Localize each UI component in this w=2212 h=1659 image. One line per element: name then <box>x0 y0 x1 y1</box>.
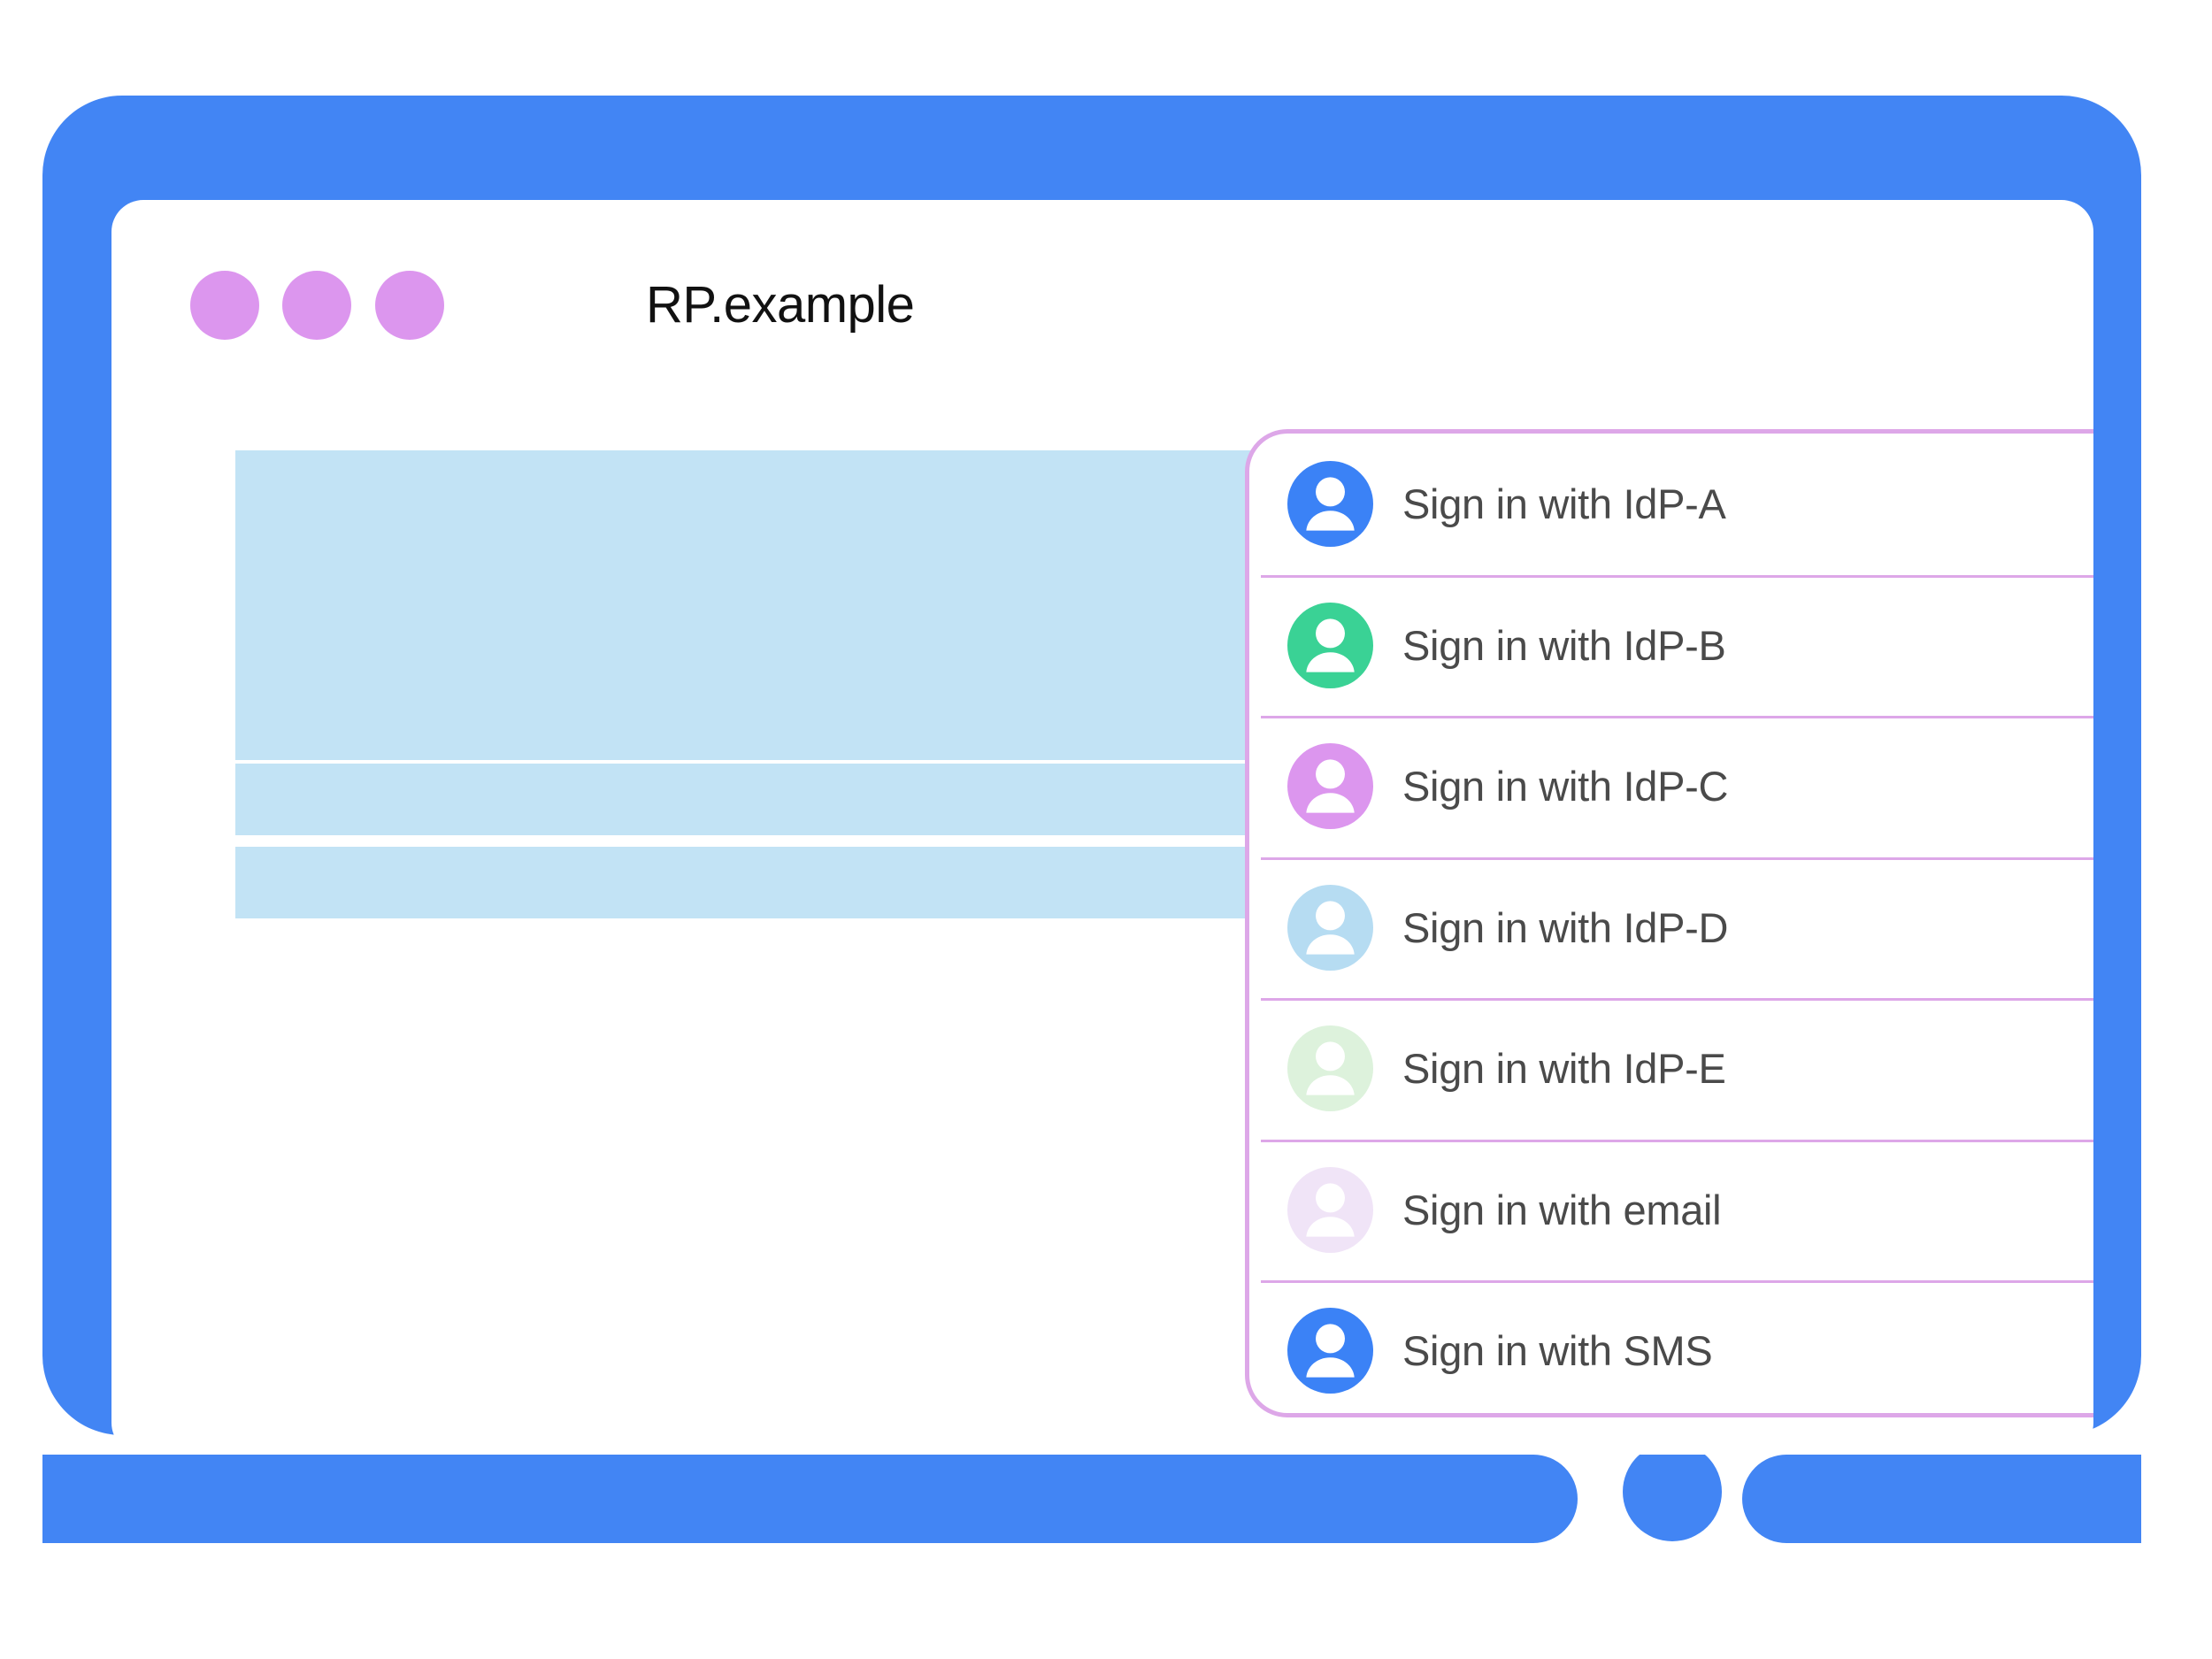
content-line-placeholder-2 <box>235 681 1390 753</box>
home-button[interactable] <box>1623 1442 1722 1541</box>
signin-option-label: Sign in with email <box>1402 1186 1722 1233</box>
browser-titlebar: RP.example <box>111 200 2093 350</box>
window-dot-3-icon[interactable] <box>375 271 444 340</box>
window-dot-2-icon[interactable] <box>282 271 351 340</box>
signin-panel: Sign in with IdP-A Sign in with IdP-B <box>1245 429 2093 1417</box>
person-avatar-icon <box>1287 1308 1373 1394</box>
person-avatar-icon <box>1287 743 1373 830</box>
page-title: RP.example <box>646 276 915 334</box>
person-avatar-icon <box>1287 1166 1373 1253</box>
content-line-placeholder-1 <box>235 598 1390 670</box>
device-bottom-bezel-left <box>42 1455 1578 1543</box>
signin-option-idp-a[interactable]: Sign in with IdP-A <box>1249 434 2093 575</box>
content-line-placeholder-3 <box>235 764 1390 835</box>
signin-option-idp-d[interactable]: Sign in with IdP-D <box>1249 856 2093 999</box>
signin-option-label: Sign in with IdP-B <box>1402 621 1726 669</box>
signin-option-label: Sign in with IdP-D <box>1402 903 1729 951</box>
signin-option-idp-b[interactable]: Sign in with IdP-B <box>1249 574 2093 717</box>
signin-option-email[interactable]: Sign in with email <box>1249 1139 2093 1281</box>
person-avatar-icon <box>1287 461 1373 548</box>
page-content-area <box>111 200 1390 1455</box>
person-avatar-icon <box>1287 1025 1373 1112</box>
window-dot-1-icon[interactable] <box>190 271 259 340</box>
content-line-placeholder-4 <box>235 847 1390 918</box>
signin-option-label: Sign in with IdP-C <box>1402 763 1729 810</box>
signin-option-idp-c[interactable]: Sign in with IdP-C <box>1249 716 2093 857</box>
signin-option-label: Sign in with SMS <box>1402 1327 1713 1375</box>
signin-option-label: Sign in with IdP-E <box>1402 1045 1726 1093</box>
person-avatar-icon <box>1287 602 1373 688</box>
browser-screen: RP.example Sign in with IdP-A <box>111 200 2093 1455</box>
signin-option-sms[interactable]: Sign in with SMS <box>1249 1280 2093 1413</box>
signin-option-idp-e[interactable]: Sign in with IdP-E <box>1249 998 2093 1140</box>
device-bottom-bezel-right <box>1742 1455 2141 1543</box>
signin-option-label: Sign in with IdP-A <box>1402 480 1726 528</box>
person-avatar-icon <box>1287 884 1373 971</box>
